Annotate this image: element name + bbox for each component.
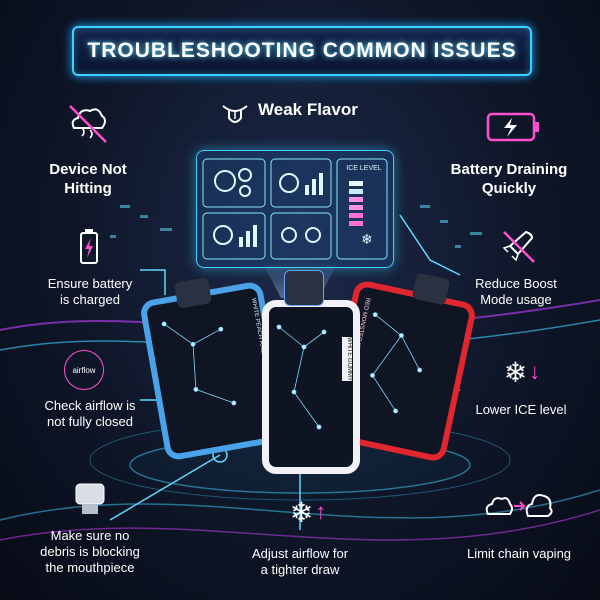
no-vapor-icon xyxy=(62,98,112,148)
tongue-icon xyxy=(218,94,252,128)
page-title: TROUBLESHOOTING COMMON ISSUES xyxy=(87,39,517,62)
dashboard-graphics xyxy=(202,158,388,260)
constellation-art xyxy=(276,324,327,430)
white-device: WHITE GUMMY xyxy=(262,300,360,474)
title-banner: TROUBLESHOOTING COMMON ISSUES xyxy=(72,26,532,76)
white-device-mouthpiece xyxy=(284,270,324,306)
adjust-airflow-label: Adjust airflow for a tighter draw xyxy=(251,546,349,577)
airflow-dial-icon: airflow xyxy=(64,350,104,390)
reduce-boost-label: Reduce Boost Mode usage xyxy=(475,276,557,307)
white-device-label: WHITE GUMMY xyxy=(342,337,352,381)
mouthpiece-icon xyxy=(70,480,110,518)
constellation-art xyxy=(161,321,237,406)
battery-charging-icon xyxy=(78,228,100,266)
device-not-hitting-label: Device Not Hitting xyxy=(49,161,127,197)
limit-chain-label: Limit chain vaping xyxy=(466,546,572,561)
hologram-dashboard: ICE LEVEL ❄ xyxy=(196,150,394,268)
lower-ice-label: Lower ICE level xyxy=(475,402,567,417)
ice-level-label: ICE LEVEL xyxy=(346,165,382,172)
battery-low-icon xyxy=(486,110,542,144)
weak-flavor-label: Weak Flavor xyxy=(258,100,358,119)
ensure-battery-label: Ensure battery is charged xyxy=(47,276,133,307)
rocket-icon xyxy=(498,226,538,266)
check-airflow-label: Check airflow is not fully closed xyxy=(44,398,136,429)
blue-device: WHITE PEACH RASPBERRY xyxy=(138,280,290,462)
snowflake-arrow-down-icon: ❄↓ xyxy=(503,356,541,388)
constellation-art xyxy=(370,312,423,414)
clouds-arrow-icon xyxy=(482,484,554,528)
red-device: RED MONSTER ICE xyxy=(322,278,478,464)
snowflake-arrow-up-icon: ❄↑ xyxy=(289,496,327,528)
debris-label: Make sure no debris is blocking the mout… xyxy=(40,528,140,575)
battery-draining-label: Battery Draining Quickly xyxy=(450,161,568,197)
snowflake-small-icon: ❄ xyxy=(361,231,373,247)
